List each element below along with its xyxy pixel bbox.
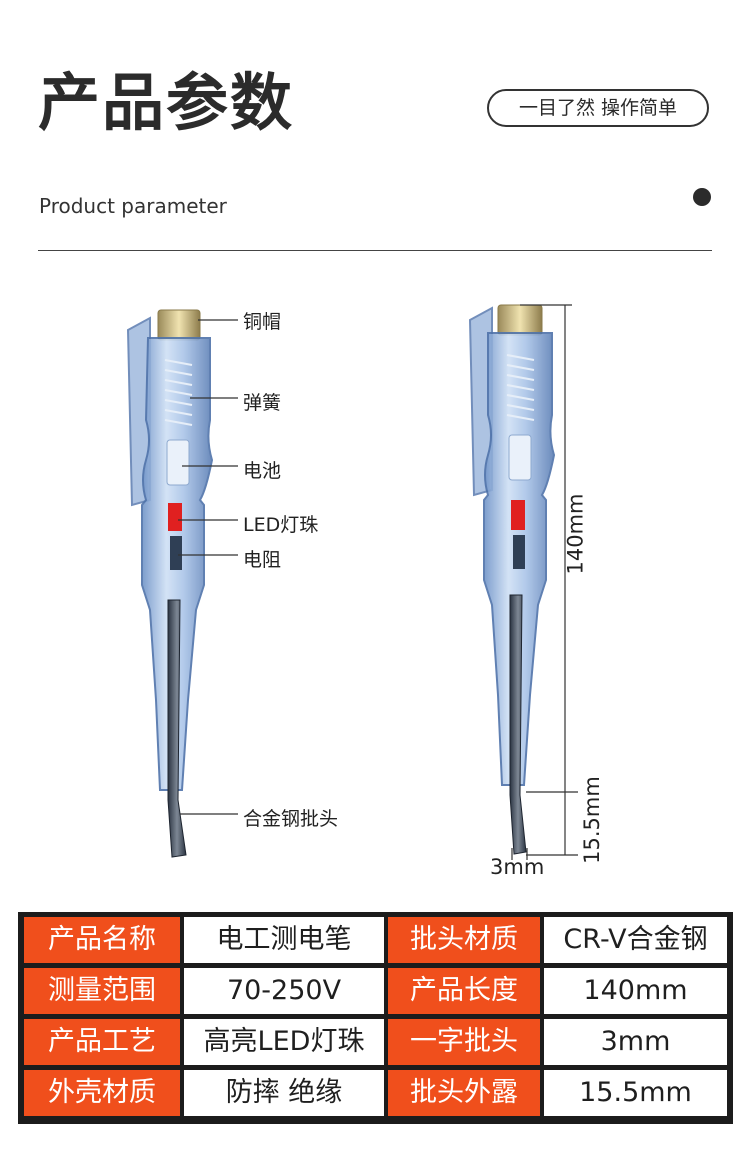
spec-value: 高亮LED灯珠 — [184, 1019, 384, 1065]
pen-left-led — [168, 503, 182, 531]
pen-right-led — [511, 500, 525, 530]
callout-spring: 弹簧 — [243, 392, 282, 414]
page-subtitle: Product parameter — [39, 194, 227, 218]
product-illustration — [126, 304, 578, 860]
pen-left-resistor — [170, 536, 182, 570]
spec-key: 产品工艺 — [24, 1019, 180, 1065]
callout-resistor: 电阻 — [243, 549, 282, 571]
callout-lines — [178, 319, 238, 815]
dimension-total-length: 140mm — [563, 493, 588, 575]
pen-left-spring — [164, 359, 193, 426]
spec-table: 产品名称 电工测电笔 批头材质 CR-V合金钢 测量范围 70-250V 产品长… — [18, 912, 733, 1124]
spec-key: 批头材质 — [388, 917, 540, 963]
dimension-lines — [511, 304, 578, 860]
pen-right-shaft — [509, 594, 527, 855]
decorative-dot — [693, 188, 711, 206]
spec-value: CR-V合金钢 — [544, 917, 727, 963]
spec-value: 70-250V — [184, 968, 384, 1014]
spec-value: 防摔 绝缘 — [184, 1070, 384, 1116]
callout-battery: 电池 — [243, 460, 282, 482]
spec-value: 电工测电笔 — [184, 917, 384, 963]
spec-key: 一字批头 — [388, 1019, 540, 1065]
pen-left-shaft — [167, 599, 187, 858]
spec-value: 15.5mm — [544, 1070, 727, 1116]
page-title: 产品参数 — [38, 66, 295, 139]
spec-key: 外壳材质 — [24, 1070, 180, 1116]
spec-key: 批头外露 — [388, 1070, 540, 1116]
spec-value: 140mm — [544, 968, 727, 1014]
callout-tip: 合金钢批头 — [243, 808, 339, 830]
pen-left-cap — [157, 309, 201, 341]
spec-value: 3mm — [544, 1019, 727, 1065]
callout-led: LED灯珠 — [243, 514, 319, 536]
dimension-tip-width: 3mm — [490, 855, 545, 879]
pen-left-battery — [166, 439, 190, 486]
spec-key: 测量范围 — [24, 968, 180, 1014]
callout-cap: 铜帽 — [243, 311, 282, 333]
pen-right — [468, 304, 556, 855]
pen-right-cap — [497, 304, 543, 336]
spec-key: 产品长度 — [388, 968, 540, 1014]
pen-left — [126, 309, 214, 858]
pen-right-spring — [506, 354, 535, 421]
spec-key: 产品名称 — [24, 917, 180, 963]
pen-right-battery — [508, 434, 532, 481]
pen-right-resistor — [513, 535, 525, 569]
header-divider — [38, 250, 712, 251]
dimension-tip-exposed: 15.5mm — [579, 776, 604, 864]
tagline-badge: 一目了然 操作简单 — [487, 89, 709, 127]
